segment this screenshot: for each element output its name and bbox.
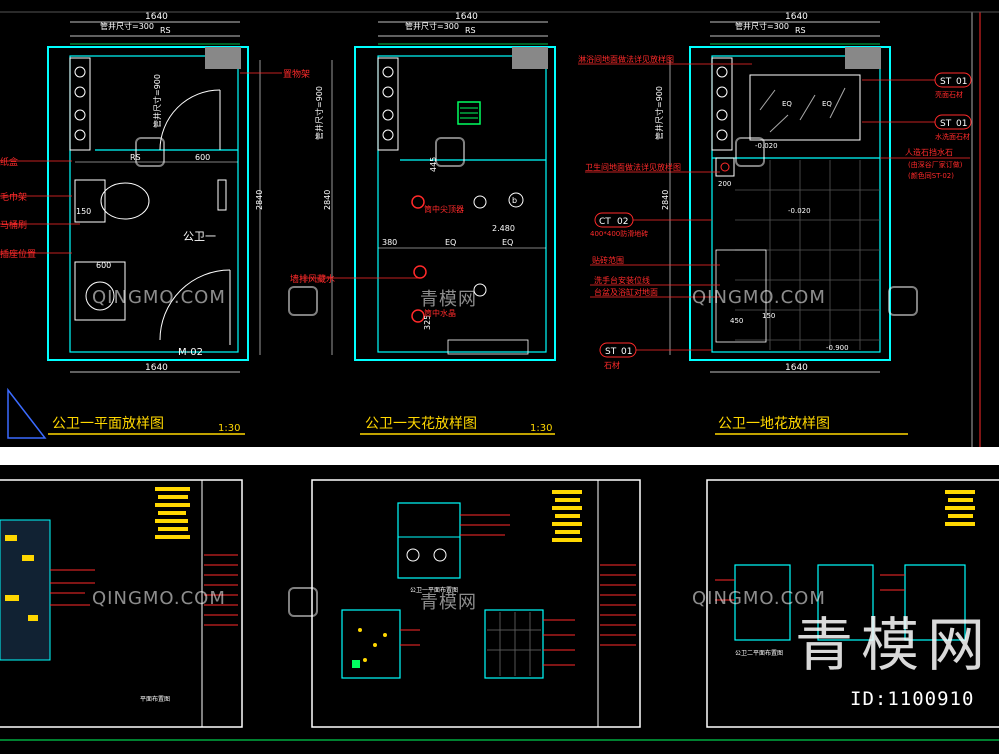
plan3-height: 2840 — [661, 190, 670, 210]
stone-note-3: (颜色同ST-02) — [908, 171, 954, 180]
plan2-dim-2480: 2.480 — [492, 224, 515, 233]
plan2-dim-380: 380 — [382, 238, 397, 247]
floor-callout-2: 卫生间地面做法详见放样图 — [585, 162, 681, 172]
plan3-eq1: EQ — [782, 100, 792, 108]
separator-band — [0, 447, 999, 465]
plan1-height: 2840 — [255, 190, 264, 210]
plan3-900: -0.900 — [826, 344, 849, 352]
tag-st1-num: 01 — [956, 77, 967, 87]
plan-3: 1640 管井尺寸=300 RS EQ EQ 200 -0.020 -0.020… — [578, 12, 972, 435]
watermark-text: QINGMO.COM — [92, 287, 226, 308]
plan3-rs: RS — [795, 26, 806, 35]
plan1-dim-600a: 600 — [195, 153, 210, 162]
tag-st2-code: ST — [940, 119, 952, 129]
plan3-shaft: 管井尺寸=300 — [735, 21, 789, 31]
sheet-1: 平面布置图 — [0, 479, 243, 728]
label-shelf: 置物架 — [283, 68, 310, 80]
stone-note-2: (由深谷厂家订做) — [908, 160, 963, 169]
top-drawing-area: 1640 管井尺寸=300 RS RS 600 600 150 公卫一 M-02 — [0, 11, 999, 447]
tag-st1-desc: 亮面石材 — [935, 90, 963, 99]
tag-st1-code: ST — [940, 77, 952, 87]
plan2-dim-eq2: EQ — [502, 238, 513, 247]
id-label: ID:1100910 — [850, 688, 975, 710]
plan2-dim-eq1: EQ — [445, 238, 456, 247]
sheet-2: 公卫一平面布置图 — [311, 479, 641, 728]
plan1-title: 公卫一平面放样图 — [52, 416, 164, 432]
plan1-room: 公卫一 — [183, 230, 216, 243]
tag-st2-desc: 水洗面石材 — [935, 132, 970, 141]
plan1-door: M-02 — [178, 347, 203, 358]
plan1-shaft-v: 管井尺寸=900 — [152, 74, 162, 128]
plan3-eq2: EQ — [822, 100, 832, 108]
plan1-rs: RS — [160, 26, 171, 35]
tag-st2-num: 01 — [956, 119, 967, 129]
plan3-020a: -0.020 — [755, 142, 778, 150]
plan1-bottom-dim: 1640 — [145, 363, 168, 373]
plan2-height: 2840 — [323, 190, 332, 210]
plan1-scale: 1:30 — [218, 423, 240, 434]
ceiling-label: 墙排风藏水 — [290, 273, 335, 285]
plan3-200: 200 — [718, 180, 731, 188]
plan2-label-a: 筒中尖顶器 — [424, 204, 464, 214]
sheet3-label: 公卫二平面布置图 — [735, 649, 783, 657]
plan1-shaft: 管井尺寸=300 — [100, 21, 154, 31]
brand-logo: 青模网 — [795, 611, 994, 679]
plan3-shaft-v: 管井尺寸=900 — [654, 86, 664, 140]
watermark-cn: 青模网 — [420, 592, 477, 613]
watermark-cn: 青模网 — [420, 289, 477, 310]
floor-callout-1: 淋浴间地面做法详见放样图 — [578, 54, 674, 64]
plan3-top-dim: 1640 — [785, 12, 808, 22]
floor-callout-5: 台盆及浴缸对地面 — [594, 287, 658, 297]
tag-ct-num: 02 — [617, 217, 628, 227]
plan2-dim-445: 445 — [429, 157, 438, 172]
watermark-icon — [888, 286, 918, 316]
plan2-shaft-v: 管井尺寸=900 — [314, 86, 324, 140]
left-label-brush: 马桶刷 — [0, 219, 27, 231]
plan2-dim-325: 325 — [423, 315, 432, 330]
plan3-150: 150 — [762, 312, 775, 320]
watermark-icon — [135, 137, 165, 167]
watermark-icon — [288, 286, 318, 316]
plan2-rs: RS — [465, 26, 476, 35]
tag-ct-code: CT — [599, 217, 611, 227]
tag-st4-num: 01 — [621, 347, 632, 357]
plan2-scale: 1:30 — [530, 423, 552, 434]
left-label-towel: 毛巾架 — [0, 191, 27, 203]
plan2-title: 公卫一天花放样图 — [365, 416, 477, 432]
svg-text:b: b — [512, 196, 517, 205]
watermark-text: QINGMO.COM — [692, 287, 826, 308]
watermark-icon — [435, 137, 465, 167]
sheets-svg: 平面布置图 公卫一平面布置图 公卫二平面布置图 — [0, 479, 999, 741]
stone-note-1: 人造石挡水石 — [905, 147, 953, 157]
plan3-020b: -0.020 — [788, 207, 811, 215]
plan2-shaft: 管井尺寸=300 — [405, 21, 459, 31]
plan-1: 1640 管井尺寸=300 RS RS 600 600 150 公卫一 M-02 — [0, 12, 310, 439]
sheet2-label: 公卫一平面布置图 — [410, 586, 458, 594]
plan-2: 1640 管井尺寸=300 RS b 445 380 EQ EQ 2.480 3… — [290, 12, 556, 435]
left-label-tissue: 纸盒 — [0, 156, 18, 168]
tag-st4-desc: 石材 — [604, 360, 620, 370]
floor-callout-3: 贴砖范围 — [592, 255, 624, 265]
sheet1-label: 平面布置图 — [140, 695, 170, 703]
plan2-label-b: 筒中水晶 — [424, 308, 456, 318]
sheet-3: 公卫二平面布置图 — [706, 479, 999, 728]
cad-plans-svg: 1640 管井尺寸=300 RS RS 600 600 150 公卫一 M-02 — [0, 11, 999, 447]
floor-callout-4: 洗手台安装位线 — [594, 275, 650, 285]
watermark-text: QINGMO.COM — [92, 588, 226, 609]
plan3-title: 公卫一地花放样图 — [718, 416, 830, 432]
plan3-450: 450 — [730, 317, 743, 325]
plan1-dim-150: 150 — [76, 207, 91, 216]
tag-ct-desc: 400*400防滑地砖 — [590, 229, 648, 238]
plan1-top-dim: 1640 — [145, 12, 168, 22]
tag-st4-code: ST — [605, 347, 617, 357]
watermark-text: QINGMO.COM — [692, 588, 826, 609]
watermark-icon — [288, 587, 318, 617]
left-label-socket: 插座位置 — [0, 248, 36, 260]
sheet-overview-area: 平面布置图 公卫一平面布置图 公卫二平面布置图 — [0, 465, 999, 750]
watermark-icon — [735, 137, 765, 167]
plan3-bottom-dim: 1640 — [785, 363, 808, 373]
plan1-dim-600b: 600 — [96, 261, 111, 270]
plan2-top-dim: 1640 — [455, 12, 478, 22]
